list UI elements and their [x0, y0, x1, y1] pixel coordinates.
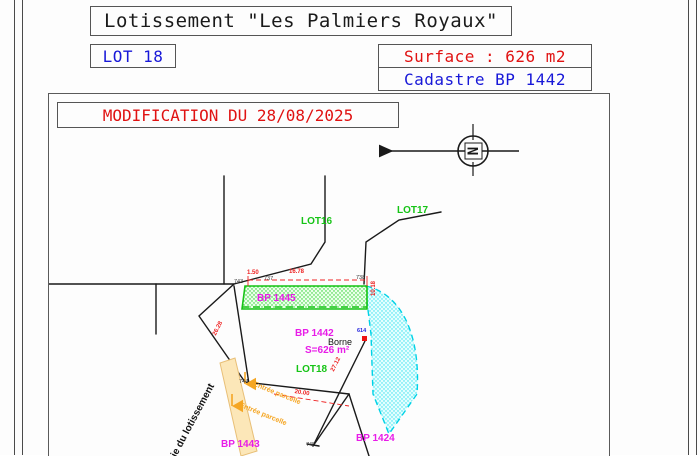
- entree-arrows: [231, 372, 257, 413]
- page-border-left-outer: [14, 0, 15, 455]
- bp-1443-label: BP 1443: [221, 439, 260, 450]
- lot-number-badge: LOT 18: [90, 44, 176, 68]
- point-737: 737: [264, 276, 274, 282]
- lot18-label: LOT18: [296, 364, 328, 375]
- dim-1-50: 1.50: [247, 270, 259, 276]
- page-border-right-outer: [696, 0, 697, 455]
- page-border-left-inner: [22, 0, 23, 455]
- surface-badge: Surface : 626 m2: [378, 44, 592, 68]
- bp-1445-label: BP 1445: [257, 293, 296, 304]
- easement-zone-cyan: [365, 285, 419, 436]
- lot16-label: LOT16: [301, 216, 333, 227]
- north-arrow-icon: N: [379, 124, 519, 176]
- surface-note: S=626 m²: [305, 345, 350, 356]
- point-744: 744: [239, 379, 249, 385]
- point-738: 738: [356, 275, 366, 281]
- bp-1442-label: BP 1442: [295, 328, 334, 339]
- modification-banner: MODIFICATION DU 28/08/2025: [57, 102, 399, 128]
- lot17-label: LOT17: [397, 205, 429, 216]
- point-743: 743: [234, 279, 244, 285]
- bp-1424-label: BP 1424: [356, 433, 395, 444]
- point-614: 614: [357, 328, 367, 334]
- lot18-frontage-green: [241, 285, 368, 310]
- cadastral-drawing: N: [49, 124, 519, 456]
- plan-frame: MODIFICATION DU 28/08/2025: [48, 93, 610, 456]
- dim-10-18: 10.18: [371, 280, 377, 296]
- cadastre-badge: Cadastre BP 1442: [378, 67, 592, 91]
- point-745: 745: [306, 442, 316, 448]
- borne-label: Borne: [328, 337, 353, 347]
- svg-text:N: N: [466, 147, 482, 155]
- page-title: Lotissement "Les Palmiers Royaux": [90, 6, 512, 36]
- borne-marker: [362, 336, 367, 341]
- dimension-lines: [247, 276, 368, 407]
- page-border-right-inner: [688, 0, 689, 455]
- dim-16-78: 16.78: [289, 269, 305, 275]
